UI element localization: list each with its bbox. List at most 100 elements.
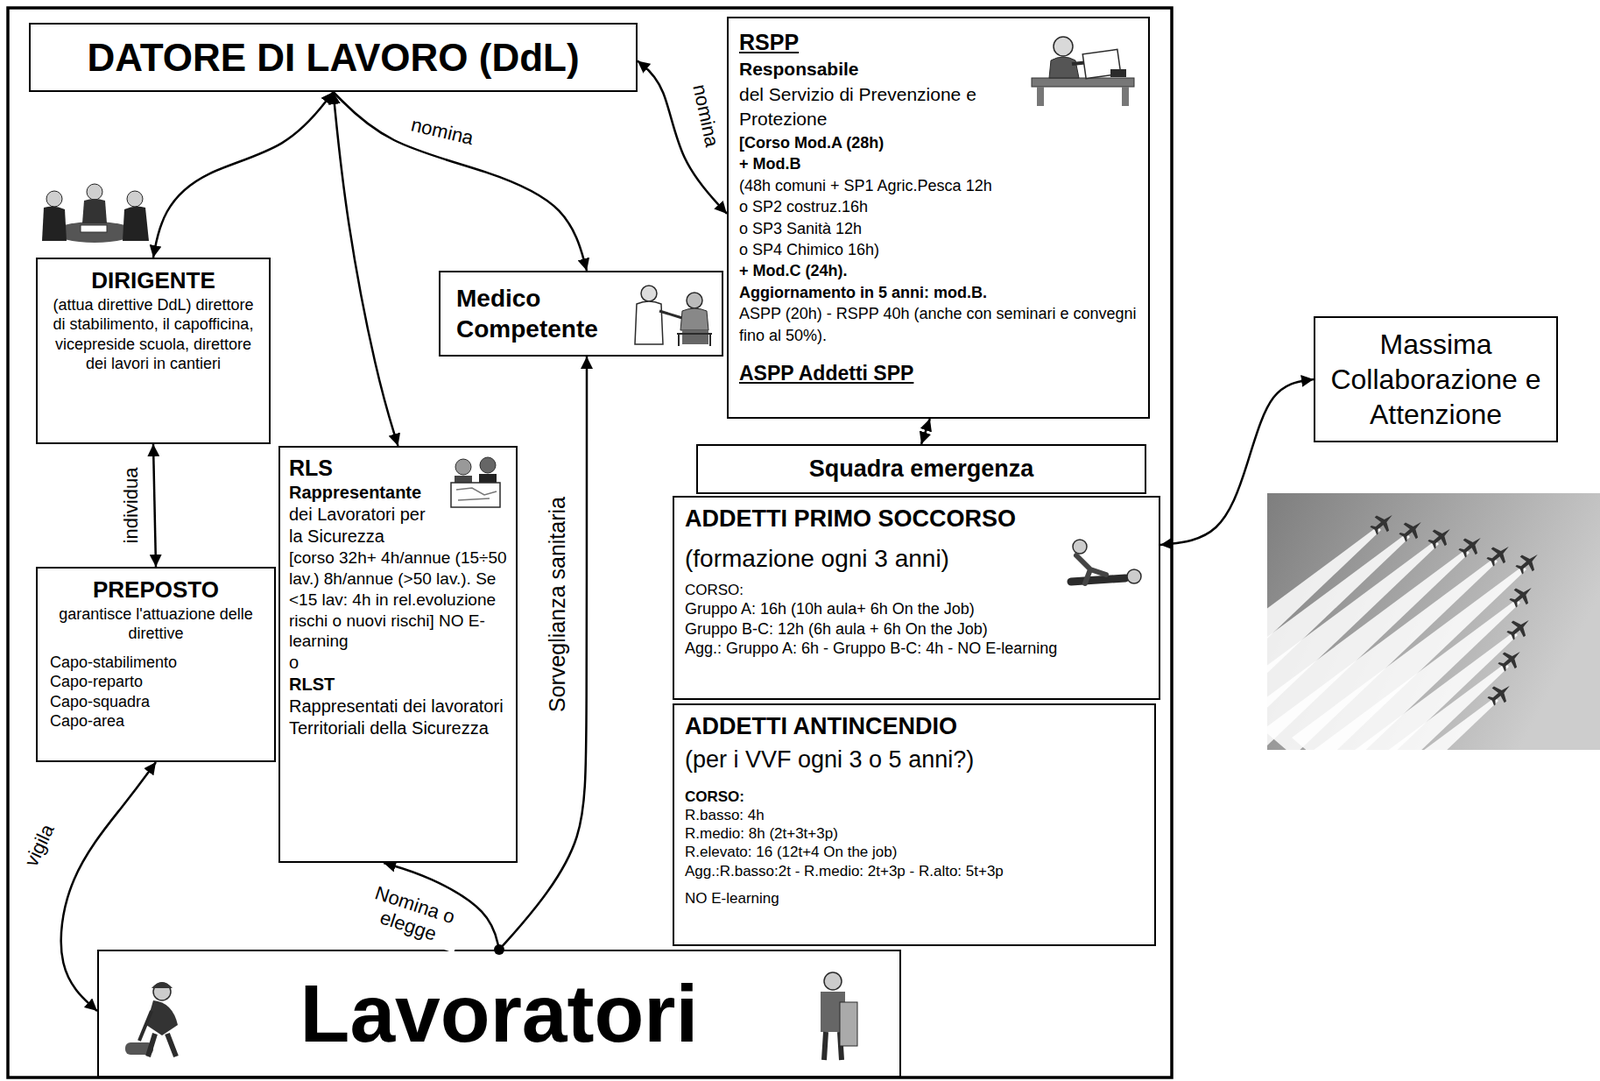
connector-label: nomina [406,112,479,150]
connector-label: Nomina o elegge [355,878,468,953]
node-text: Rappresentati dei lavoratori Territorial… [288,695,508,740]
plane [1484,678,1516,710]
lying-head [1127,569,1142,584]
node-text: + Mod.B [739,153,1138,175]
node-text: o [288,651,508,674]
node-text: Gruppo A: 16h (10h aula+ 6h On the Job) [684,599,1149,620]
diagram-box: Lavoratori [97,949,902,1078]
node-text: Lavoratori [300,962,699,1065]
node-text: (formazione ogni 3 anni) [684,542,1149,574]
desk-leg [1036,86,1044,106]
helmet [151,981,173,988]
chair [676,333,712,346]
icon-holder [1044,534,1149,593]
diagram-box: Medico Competente [438,270,724,357]
connector-label: Sorveglianza sanitaria [544,493,571,715]
node-text: R.basso: 4h [684,805,1144,825]
clipart [634,285,712,346]
connector [153,444,156,567]
diagram-box: Squadra emergenza [696,444,1147,494]
plane [1512,547,1544,578]
connector [1160,379,1314,545]
plane [1395,514,1428,546]
smoke-trail [1274,662,1509,750]
node-text: R.medio: 8h (2t+3t+3p) [684,824,1144,843]
clipart [1071,539,1142,584]
node-text: Capo-reparto [49,671,262,692]
person-body [42,205,67,241]
node-text: ASPP (20h) - RSPP 40h (anche con seminar… [739,303,1138,346]
node-text: del Servizio di Prevenzione e Protezione [739,82,1138,133]
connector [637,60,727,213]
plane [1506,580,1538,612]
node-text: Capo-squadra [49,691,262,712]
doctor-head [641,285,657,302]
doctor-coat [634,301,663,345]
connector [921,418,931,445]
plane [1455,530,1488,562]
patient-legs [682,330,709,345]
person-body [1049,56,1079,78]
person-head [479,457,496,473]
diagram-box: RSPPResponsabiledel Servizio di Prevenzi… [726,16,1150,419]
node-text: DATORE DI LAVORO (DdL) [86,33,579,82]
person-head [46,190,63,207]
node-text: Rappresentante [288,481,508,504]
meeting-clipart [42,183,149,243]
diagram-box: ADDETTI ANTINCENDIO(per i VVF ogni 3 o 5… [672,703,1156,946]
node-text: (attua direttive DdL) direttore di stabi… [44,295,262,374]
lying-body [1071,577,1126,582]
phone [1110,69,1127,78]
clipart [451,457,501,508]
person-body [82,198,107,224]
patient-head [686,292,703,309]
node-text: Agg.:R.basso:2t - R.medio: 2t+3p - R.alt… [684,861,1144,881]
person-head [455,458,472,475]
desk-top [1031,77,1135,87]
outer-frame [7,7,1172,1078]
node-text: o SP3 Sanità 12h [739,218,1138,240]
node-text: (per i VVF ogni 3 o 5 anni?) [684,745,1144,776]
plane [1483,539,1516,571]
patient-body [680,308,709,331]
smoke-trail [1267,697,1499,750]
connector-label: nomina [688,79,725,152]
worker-body [146,1000,178,1036]
node-text: [corso 32h+ 4h/annue (15÷50 lav.) 8h/ann… [288,547,508,652]
node-text: CORSO: [684,787,1144,806]
clipart [1031,36,1135,106]
node-text: ADDETTI ANTINCENDIO [684,711,1144,742]
node-text: RSPP [739,27,1138,57]
plane [1367,507,1399,539]
person-head [1053,36,1073,57]
node-text: R.elevato: 16 (12t+4 On the job) [684,842,1144,861]
node-text: dei Lavoratori per la Sicurezza [288,503,508,548]
diagram-box: DIRIGENTE(attua direttive DdL) direttore… [35,257,271,445]
connector [333,91,399,446]
icon-clipart [125,972,196,1060]
map-lines [456,487,497,501]
helper-head [1072,539,1087,554]
doctor-arm [659,310,683,318]
node-text: RLS [288,454,508,482]
icon-clipart [808,966,861,1064]
diagram-box: Massima Collaborazione e Attenzione [1313,316,1558,443]
junction-dot [493,944,505,955]
node-text: (48h comuni + SP1 Agric.Pesca 12h [739,175,1138,197]
node-text: NO E-learning [684,888,1144,908]
node-text: CORSO: [684,580,1149,600]
node-text: PREPOSTO [49,575,262,605]
tool [839,1001,858,1046]
worker-head [824,972,842,990]
node-text: Massima Collaborazione e Attenzione [1324,326,1548,432]
plane [1503,613,1536,644]
smoke-trails [1267,526,1527,750]
diagram-box: RLSRappresentantedei Lavoratori per la S… [278,445,518,863]
connector [153,91,334,258]
node-text: Capo-area [49,711,262,732]
connector-label: vigila [19,817,61,873]
aerobatic-photo [1267,493,1600,750]
icon-clipart [1044,534,1149,593]
